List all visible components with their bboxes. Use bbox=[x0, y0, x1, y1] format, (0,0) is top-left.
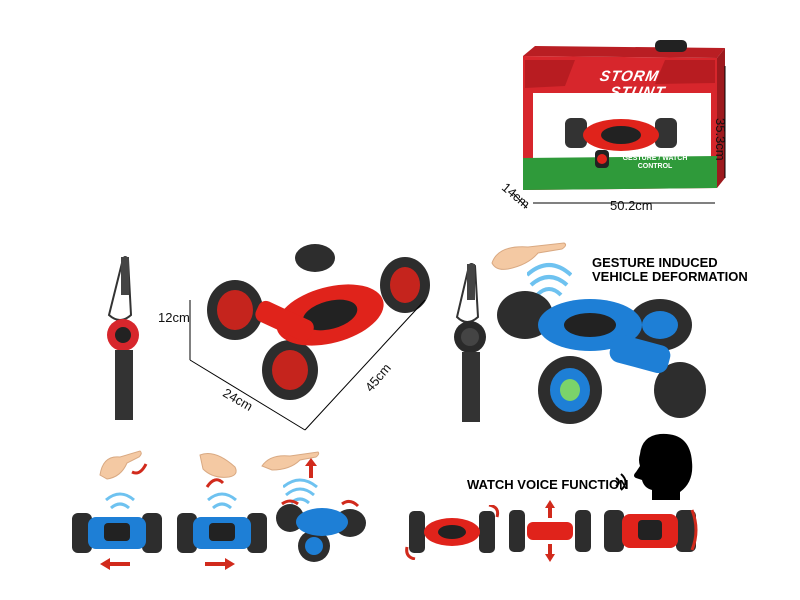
red-car-illustration bbox=[207, 244, 430, 400]
red-car-small bbox=[604, 509, 698, 552]
red-car-small bbox=[405, 505, 500, 560]
hand-icon bbox=[99, 450, 142, 480]
arrow-right-icon bbox=[205, 478, 225, 488]
blue-car bbox=[490, 280, 720, 430]
hand-icon bbox=[491, 242, 567, 270]
hand-icon bbox=[199, 453, 237, 478]
box-title-line2: STUNT bbox=[608, 84, 667, 101]
gesture-label-line1: GESTURE INDUCED bbox=[592, 255, 718, 270]
box-badge: GESTURE / WATCH CONTROL bbox=[622, 155, 688, 170]
watch-icon bbox=[107, 256, 139, 420]
product-box-illustration bbox=[512, 40, 726, 209]
watch-middle bbox=[445, 262, 505, 427]
product-height-label: 12cm bbox=[158, 310, 190, 325]
head-silhouette-icon bbox=[634, 433, 693, 500]
box-height-label: 35.3cm bbox=[713, 118, 728, 161]
arrow-right-icon bbox=[205, 558, 235, 570]
signal-waves-icon bbox=[527, 263, 572, 297]
signal-waves-icon bbox=[105, 492, 135, 510]
blue-car-illustration bbox=[497, 291, 706, 424]
watch-icon bbox=[454, 263, 486, 422]
red-car-dimension-lines bbox=[189, 299, 426, 431]
red-car-small bbox=[509, 500, 591, 562]
product-box: STORM STUNT GESTURE / WATCH CONTROL bbox=[505, 38, 735, 223]
gesture-label-line2: VEHICLE DEFORMATION bbox=[592, 269, 748, 284]
signal-waves-icon bbox=[207, 492, 237, 510]
hand-gesture-top bbox=[488, 235, 568, 275]
voice-function-label: WATCH VOICE FUNCTION bbox=[467, 477, 629, 492]
box-width-label: 50.2cm bbox=[610, 198, 653, 213]
box-title-line1: STORM bbox=[598, 68, 661, 85]
blue-car-small bbox=[72, 513, 162, 553]
speaker-icon bbox=[615, 473, 627, 491]
blue-car-small bbox=[177, 513, 267, 553]
arrow-up-icon bbox=[305, 458, 317, 478]
arrow-left-icon bbox=[131, 463, 148, 475]
blue-car-deformed bbox=[276, 499, 366, 562]
watch-left bbox=[95, 255, 155, 425]
arrow-left-icon bbox=[100, 558, 130, 570]
red-car bbox=[195, 240, 435, 410]
hand-icon bbox=[261, 451, 320, 471]
